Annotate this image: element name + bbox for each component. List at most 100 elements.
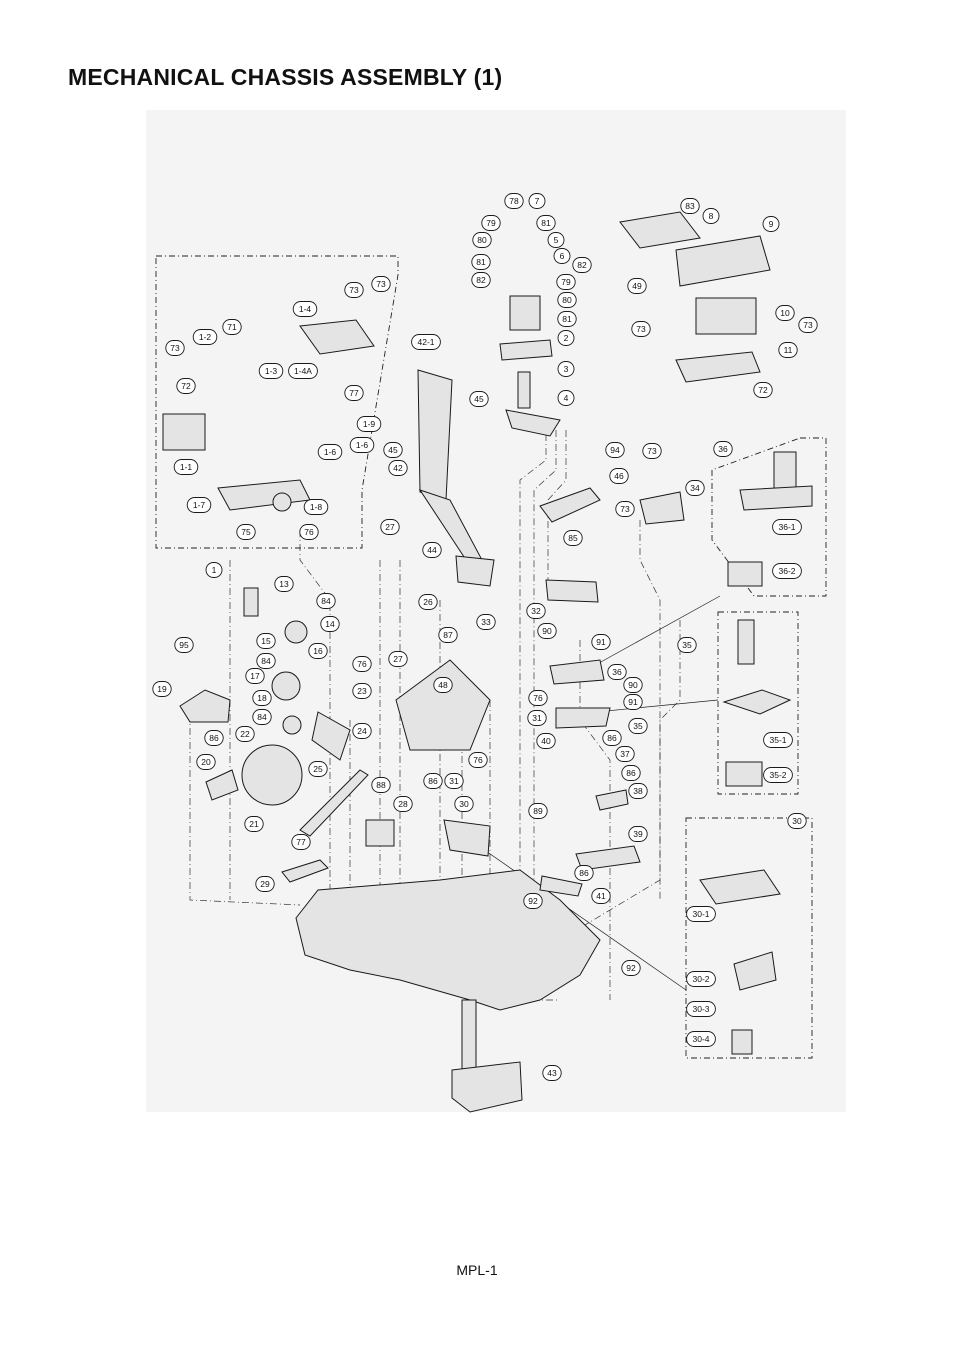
callout-balloon — [763, 767, 793, 783]
callout-73: 73 — [615, 501, 635, 517]
callout-label: 77 — [349, 388, 359, 398]
callout-balloon — [642, 443, 662, 459]
callout-1-4A: 1-4A — [288, 363, 318, 379]
callout-label: 91 — [596, 637, 606, 647]
callout-label: 35 — [633, 721, 643, 731]
callout-balloon — [205, 562, 223, 578]
solenoid-10 — [695, 297, 757, 335]
callout-balloon — [352, 723, 372, 739]
callout-27: 27 — [388, 651, 408, 667]
callout-41: 41 — [591, 888, 611, 904]
callout-balloon — [274, 576, 294, 592]
callout-balloon — [320, 616, 340, 632]
callout-balloon — [173, 459, 199, 475]
pinch-roller-2 — [509, 295, 541, 331]
callout-balloon — [356, 416, 382, 432]
guide-line — [579, 640, 611, 1000]
callout-label: 7 — [535, 196, 540, 206]
callout-balloon — [557, 361, 575, 377]
callout-balloon — [388, 460, 408, 476]
callout-label: 78 — [509, 196, 519, 206]
callout-balloon — [176, 378, 196, 394]
callout-balloon — [572, 257, 592, 273]
arm-36 — [549, 659, 605, 685]
callout-balloon — [553, 248, 571, 264]
guide-line — [519, 420, 547, 960]
callout-balloon — [607, 664, 627, 680]
callout-label: 40 — [541, 736, 551, 746]
callout-label: 81 — [562, 314, 572, 324]
lever-25 — [299, 769, 369, 837]
callout-label: 20 — [201, 757, 211, 767]
callout-79: 79 — [556, 274, 576, 290]
callout-36: 36 — [607, 664, 627, 680]
callout-balloon — [602, 730, 622, 746]
callout-9: 9 — [762, 216, 780, 232]
callout-balloon — [245, 668, 265, 684]
arm-46 — [539, 487, 601, 523]
callout-balloon — [686, 906, 716, 922]
callout-35-2: 35-2 — [763, 767, 793, 783]
bracket-32 — [545, 579, 599, 603]
leader-line — [595, 699, 719, 713]
callout-73: 73 — [642, 443, 662, 459]
lever-30-2 — [733, 951, 777, 991]
callout-label: 27 — [393, 654, 403, 664]
callout-17: 17 — [245, 668, 265, 684]
callout-label: 1-1 — [180, 462, 193, 472]
callout-balloon — [299, 524, 319, 540]
callout-label: 86 — [579, 868, 589, 878]
callout-27: 27 — [380, 519, 400, 535]
callout-13: 13 — [274, 576, 294, 592]
callout-balloon — [423, 773, 443, 789]
base-36 — [739, 485, 813, 511]
callout-label: 1-8 — [310, 502, 323, 512]
callout-79: 79 — [481, 215, 501, 231]
callout-21: 21 — [244, 816, 264, 832]
callout-label: 37 — [620, 749, 630, 759]
callout-28: 28 — [393, 796, 413, 812]
callout-label: 36-2 — [778, 566, 795, 576]
callout-balloon — [235, 726, 255, 742]
callout-label: 1-4A — [294, 366, 312, 376]
callout-balloon — [204, 730, 224, 746]
callout-35: 35 — [677, 637, 697, 653]
callout-label: 95 — [179, 640, 189, 650]
callout-30: 30 — [454, 796, 474, 812]
callout-20: 20 — [196, 754, 216, 770]
callout-balloon — [628, 718, 648, 734]
callout-balloon — [352, 683, 372, 699]
callout-30-4: 30-4 — [686, 1031, 716, 1047]
callout-76: 76 — [299, 524, 319, 540]
callout-72: 72 — [176, 378, 196, 394]
callout-balloon — [252, 709, 272, 725]
callout-balloon — [418, 594, 438, 610]
callout-balloon — [192, 329, 218, 345]
callout-balloon — [556, 274, 576, 290]
callout-balloon — [605, 442, 625, 458]
gear-22 — [241, 744, 303, 806]
callout-label: 77 — [296, 837, 306, 847]
callout-balloon — [609, 468, 629, 484]
callout-balloon — [713, 441, 733, 457]
callout-balloon — [542, 1065, 562, 1081]
callout-balloon — [623, 694, 643, 710]
callout-balloon — [753, 382, 773, 398]
callout-balloon — [422, 542, 442, 558]
callout-balloon — [527, 710, 547, 726]
callout-balloon — [383, 442, 403, 458]
plate-8 — [619, 211, 701, 249]
callout-label: 79 — [561, 277, 571, 287]
callout-label: 1-6 — [356, 440, 369, 450]
callout-89: 89 — [528, 803, 548, 819]
callout-91: 91 — [623, 694, 643, 710]
base-arm-4 — [505, 409, 561, 437]
callout-label: 34 — [690, 483, 700, 493]
callout-balloon — [523, 893, 543, 909]
callout-1-1: 1-1 — [173, 459, 199, 475]
callout-1-2: 1-2 — [192, 329, 218, 345]
callout-label: 72 — [181, 381, 191, 391]
lever-20 — [205, 769, 239, 801]
callout-label: 73 — [349, 285, 359, 295]
